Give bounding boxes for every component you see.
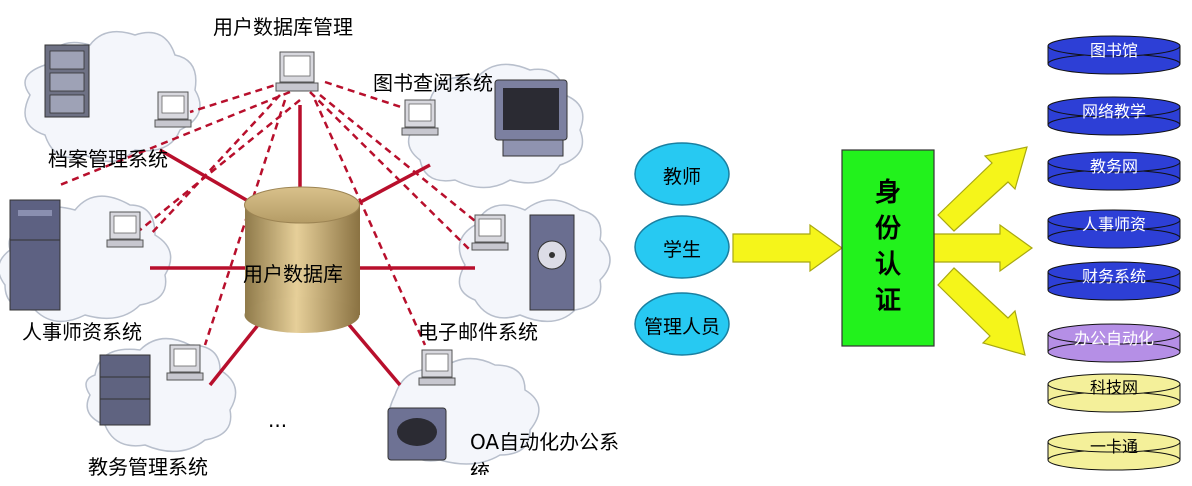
rack-server-icon <box>99 354 151 426</box>
library-system-label: 图书查阅系统 <box>373 71 493 95</box>
db-label-campus-card: 一卡通 <box>1089 437 1138 456</box>
db-label-science-tech: 科技网 <box>1089 378 1138 397</box>
db-label-office-automation: 办公自动化 <box>1073 329 1154 348</box>
arrow-auth-down <box>937 267 1026 356</box>
db-disk <box>1047 373 1181 413</box>
dashed-links <box>59 80 481 346</box>
db-disk <box>1047 96 1181 136</box>
cd-server-icon <box>529 214 575 311</box>
terminal-icon <box>387 407 447 461</box>
db-disk <box>1047 209 1181 249</box>
user-teacher-label: 教师 <box>662 166 701 188</box>
arrow-auth-right <box>933 223 1034 273</box>
db-disk <box>1047 323 1181 363</box>
archive-system-label: 档案管理系统 <box>48 147 168 171</box>
filing-cabinet-icon <box>44 44 90 118</box>
user-circle-teacher <box>634 142 730 206</box>
academic-system-label: 教务管理系统 <box>88 455 208 479</box>
pc-icon <box>418 349 456 386</box>
user-circle-admin <box>634 292 730 356</box>
pc-icon <box>106 211 144 248</box>
pc-icon <box>275 51 319 92</box>
hr-system-label: 人事师资系统 <box>22 320 142 344</box>
auth-box-label: 身份认证 <box>874 178 901 316</box>
pc-icon <box>471 214 509 251</box>
database-cylinder <box>244 186 360 333</box>
server-tower-icon <box>9 199 61 311</box>
monitor-icon <box>494 79 568 157</box>
user-student-label: 学生 <box>662 239 701 261</box>
db-disk <box>1047 431 1181 471</box>
pc-icon <box>401 99 439 136</box>
db-label-library: 图书馆 <box>1089 41 1138 60</box>
solid-links <box>150 105 475 387</box>
db-disk <box>1047 35 1181 75</box>
arrow-users-to-auth <box>732 223 844 273</box>
oa-system-label: OA自动化办公系统 <box>470 430 620 475</box>
user-circle-student <box>634 215 730 279</box>
db-label-finance: 财务系统 <box>1081 267 1146 286</box>
auth-box <box>841 149 935 347</box>
pc-icon <box>154 91 192 128</box>
db-label-academic-affairs: 教务网 <box>1089 157 1138 176</box>
arrow-auth-up <box>937 146 1028 232</box>
db-label-hr: 人事师资 <box>1081 215 1146 234</box>
db-disk <box>1047 261 1181 301</box>
email-system-label: 电子邮件系统 <box>418 320 538 344</box>
user-admin-label: 管理人员 <box>643 316 720 338</box>
db-disk <box>1047 151 1181 191</box>
db-label-online-teaching: 网络教学 <box>1081 102 1146 121</box>
pc-icon <box>166 344 204 381</box>
center-db-label: 用户数据库 <box>243 262 343 286</box>
ellipsis: ... <box>268 408 288 432</box>
user-db-manage-label: 用户数据库管理 <box>213 15 353 39</box>
